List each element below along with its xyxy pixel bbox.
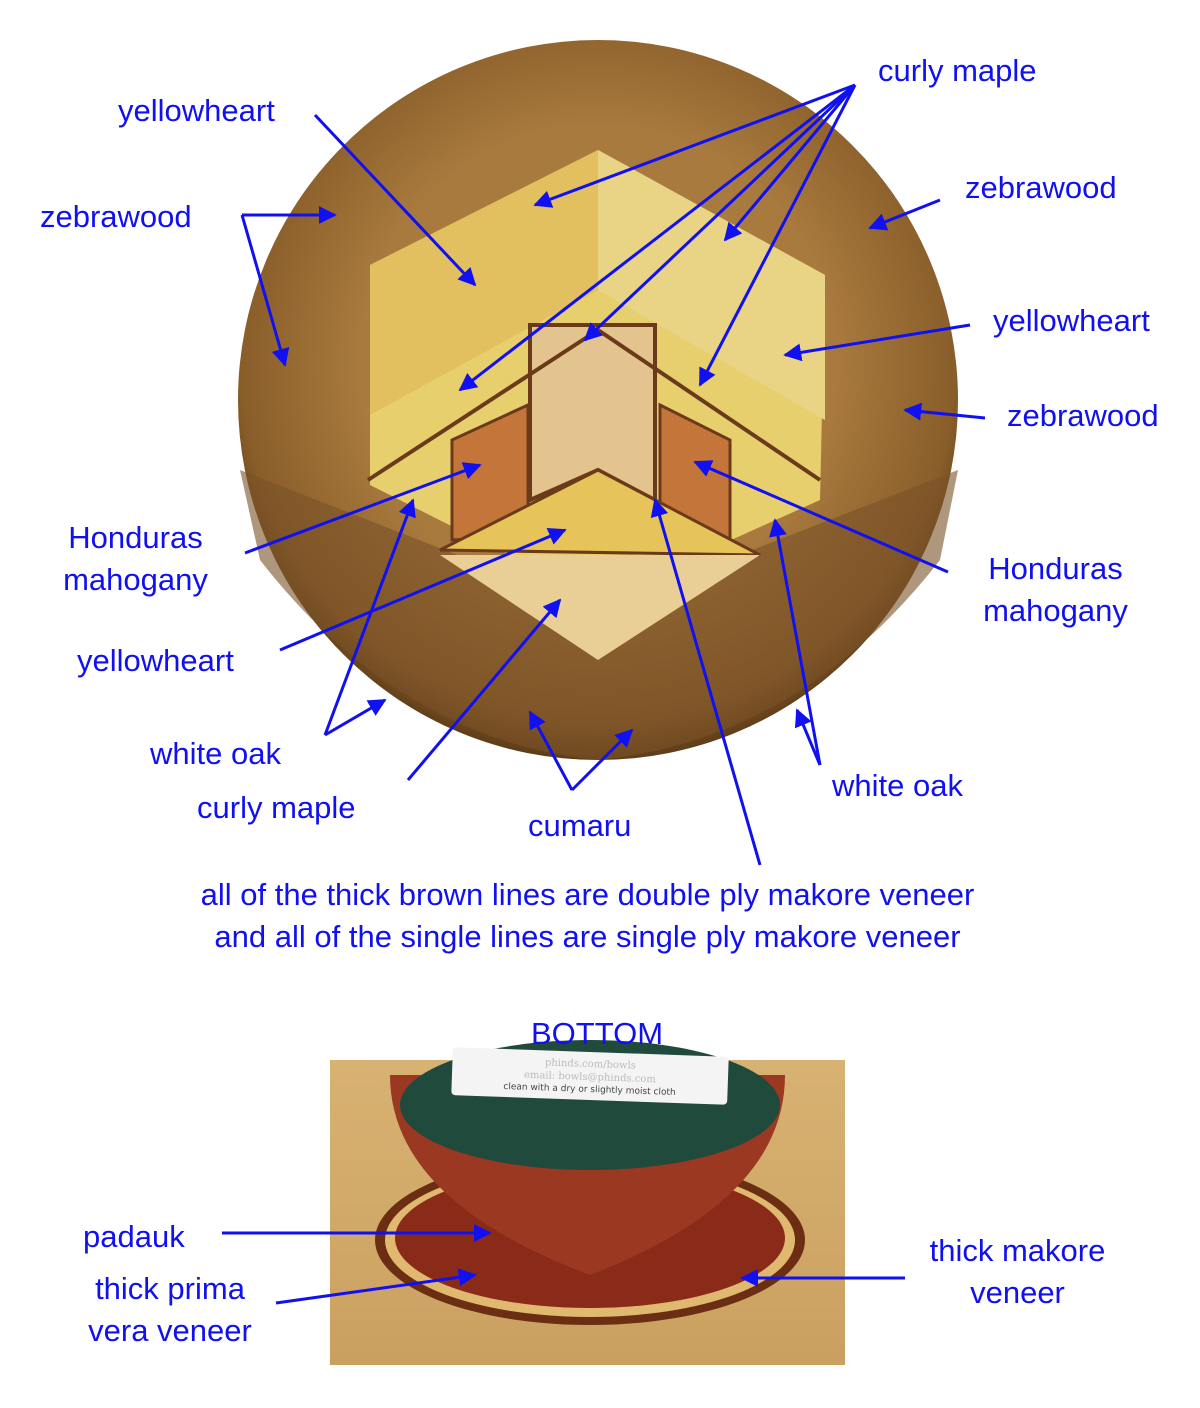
label-line: Honduras — [68, 520, 203, 555]
label-line: veneer — [970, 1275, 1065, 1310]
arrows — [222, 83, 986, 1305]
label-line: mahogany — [983, 593, 1128, 628]
care-card: phinds.com/bowls email: bowls@phinds.com… — [451, 1047, 729, 1105]
note-line: and all of the single lines are single p… — [214, 919, 961, 954]
bottom-photo — [330, 1040, 845, 1365]
label-makore: thick makore veneer — [915, 1230, 1120, 1314]
label-white-oak-left: white oak — [150, 736, 281, 771]
veneer-note: all of the thick brown lines are double … — [100, 874, 1075, 958]
label-prima-vera: thick prima vera veneer — [70, 1268, 270, 1352]
label-white-oak-right: white oak — [832, 768, 963, 803]
label-zebrawood-right-top: zebrawood — [965, 170, 1117, 205]
label-line: thick makore — [929, 1233, 1106, 1268]
label-yellowheart-right: yellowheart — [993, 303, 1150, 338]
label-line: Honduras — [988, 551, 1123, 586]
bottom-title: BOTTOM — [531, 1016, 664, 1051]
label-yellowheart-top-left: yellowheart — [118, 93, 275, 128]
label-curly-maple-bottom: curly maple — [197, 790, 356, 825]
note-line: all of the thick brown lines are double … — [200, 877, 975, 912]
label-honduras-left: Honduras mahogany — [48, 517, 223, 601]
label-padauk: padauk — [83, 1219, 185, 1254]
label-honduras-right: Honduras mahogany — [968, 548, 1143, 632]
label-line: mahogany — [63, 562, 208, 597]
label-line: vera veneer — [88, 1313, 252, 1348]
label-zebrawood-left: zebrawood — [40, 199, 192, 234]
label-curly-maple-top: curly maple — [878, 53, 1037, 88]
label-cumaru: cumaru — [528, 808, 632, 843]
label-yellowheart-bottom-left: yellowheart — [77, 643, 234, 678]
label-zebrawood-right: zebrawood — [1007, 398, 1159, 433]
label-line: thick prima — [95, 1271, 245, 1306]
